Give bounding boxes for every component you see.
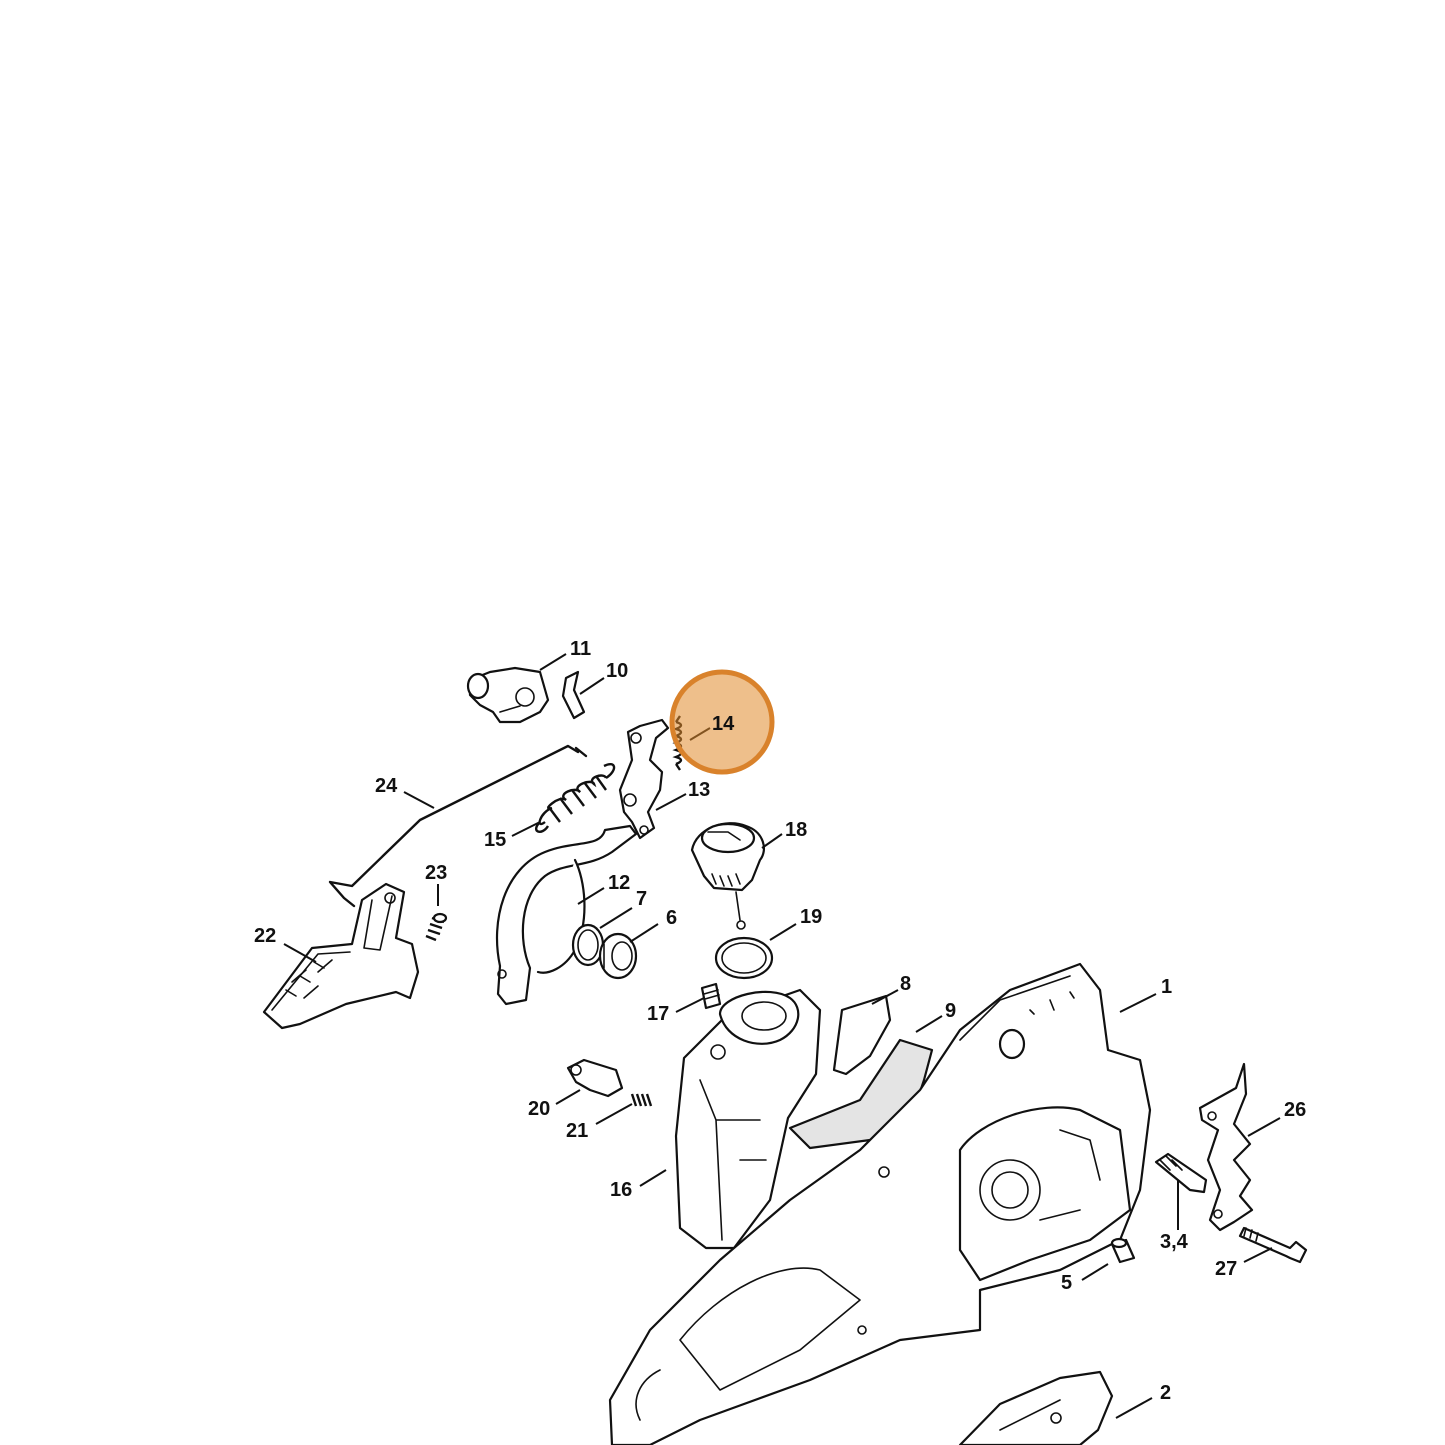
part-7-ring[interactable] — [571, 923, 605, 967]
part-10-clip[interactable] — [561, 670, 586, 720]
part-2-cover[interactable] — [958, 1370, 1114, 1445]
callout-2[interactable]: 2 — [1160, 1382, 1171, 1404]
callout-14[interactable]: 14 — [712, 713, 735, 735]
part-20-bracket[interactable] — [566, 1058, 624, 1098]
part-8-plate[interactable] — [832, 994, 892, 1076]
callout-19[interactable]: 19 — [800, 906, 822, 928]
part-13-lever[interactable] — [618, 718, 670, 840]
callout-3-4[interactable]: 3,4 — [1160, 1231, 1189, 1253]
callout-17[interactable]: 17 — [647, 1003, 669, 1025]
callout-26[interactable]: 26 — [1284, 1099, 1306, 1121]
part-17-insert[interactable] — [700, 982, 722, 1010]
part-24-rod[interactable] — [328, 744, 588, 908]
callout-labels: 11 10 14 13 24 15 18 12 7 23 6 19 22 8 1… — [254, 638, 1306, 1404]
callout-23[interactable]: 23 — [425, 862, 447, 884]
part-18-cap[interactable] — [690, 822, 765, 930]
callout-8[interactable]: 8 — [900, 973, 911, 995]
leader-lines — [283, 653, 1281, 1419]
callout-7[interactable]: 7 — [636, 888, 647, 910]
part-16-tank[interactable] — [674, 988, 822, 1250]
callout-20[interactable]: 20 — [528, 1098, 550, 1120]
part-19-ring[interactable] — [714, 936, 774, 980]
part-3-4-stud[interactable] — [1154, 1152, 1208, 1194]
part-22-lever[interactable] — [262, 882, 420, 1030]
callout-16[interactable]: 16 — [610, 1179, 632, 1201]
callout-11[interactable]: 11 — [570, 638, 591, 660]
callout-18[interactable]: 18 — [785, 819, 807, 841]
callout-6[interactable]: 6 — [666, 907, 677, 929]
callout-24[interactable]: 24 — [375, 775, 398, 797]
part-23-spring[interactable] — [425, 912, 448, 942]
callout-21[interactable]: 21 — [566, 1120, 588, 1142]
callout-9[interactable]: 9 — [945, 1000, 956, 1022]
callout-5[interactable]: 5 — [1061, 1272, 1072, 1294]
part-27-screw[interactable] — [1238, 1226, 1308, 1264]
callout-27[interactable]: 27 — [1215, 1258, 1237, 1280]
highlight-circle — [669, 669, 775, 775]
part-21-spring[interactable] — [630, 1093, 653, 1107]
callout-15[interactable]: 15 — [484, 829, 506, 851]
part-26-spike-bumper[interactable] — [1198, 1062, 1254, 1232]
callout-12[interactable]: 12 — [608, 872, 630, 894]
part-6-bearing[interactable] — [598, 932, 638, 980]
callout-22[interactable]: 22 — [254, 925, 276, 947]
callout-1[interactable]: 1 — [1161, 976, 1172, 998]
part-15-spring[interactable] — [535, 763, 616, 833]
callout-10[interactable]: 10 — [606, 660, 628, 682]
callout-13[interactable]: 13 — [688, 779, 710, 801]
part-5-sleeve[interactable] — [1110, 1237, 1136, 1264]
part-11-housing[interactable] — [466, 666, 550, 724]
part-1-housing[interactable] — [608, 962, 1152, 1445]
